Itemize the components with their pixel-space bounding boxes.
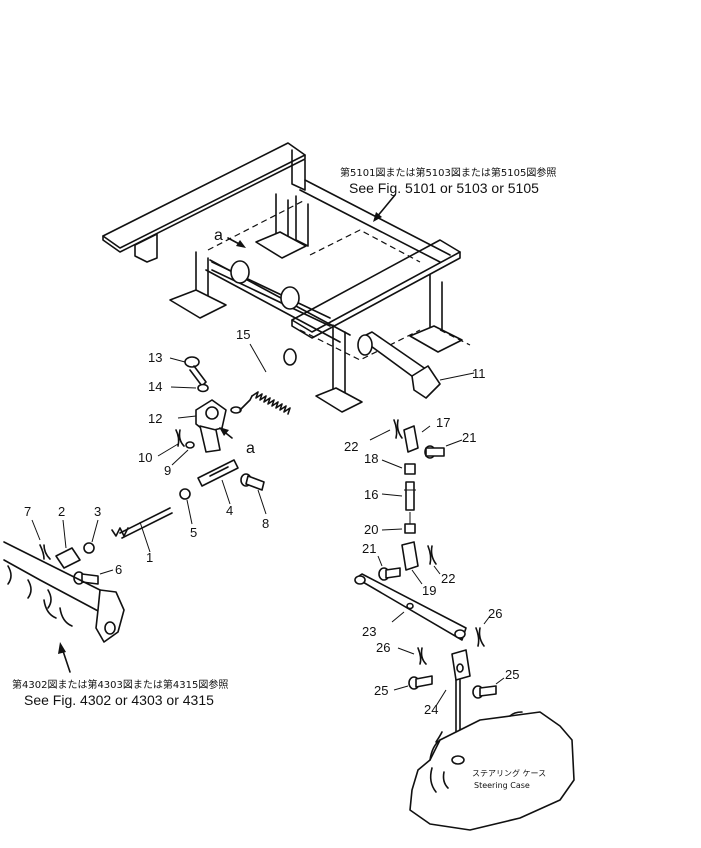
rod-16 — [381, 481, 416, 524]
nut-5 — [179, 488, 193, 525]
part-number-3: 3 — [94, 504, 101, 519]
part-number-15: 15 — [236, 327, 250, 342]
part-number-18: 18 — [364, 451, 378, 466]
part-number-25-left: 25 — [374, 683, 388, 698]
part-number-4: 4 — [226, 503, 233, 518]
steering-case: ステアリング ケース Steering Case — [409, 711, 575, 831]
part-number-19: 19 — [422, 583, 436, 598]
part-number-7: 7 — [24, 504, 31, 519]
lever-23 — [354, 573, 467, 641]
bolt-25-right — [472, 677, 505, 699]
part-number-26-left: 26 — [376, 640, 390, 655]
part-number-24: 24 — [424, 702, 438, 717]
part-number-9: 9 — [164, 463, 171, 478]
part-number-17: 17 — [436, 415, 450, 430]
frame-ref-leader — [375, 194, 396, 219]
frame-ref-en: See Fig. 5101 or 5103 or 5105 — [349, 180, 539, 196]
part-number-22-lower: 22 — [441, 571, 455, 586]
block-2 — [55, 519, 81, 569]
part-number-2: 2 — [58, 504, 65, 519]
nut-3 — [83, 519, 99, 554]
bolt-21-lower — [377, 555, 401, 581]
nut-18 — [381, 459, 416, 475]
rod-1 — [111, 507, 173, 553]
lever-ref-en: See Fig. 4302 or 4303 or 4315 — [24, 692, 214, 708]
view-mark-a-top: a — [214, 227, 223, 244]
part-number-22-upper: 22 — [344, 439, 358, 454]
part-number-16: 16 — [364, 487, 378, 502]
pin-26-right — [475, 615, 491, 647]
bolt-13 — [169, 356, 207, 387]
clevis-17 — [403, 425, 431, 453]
part-number-23: 23 — [362, 624, 376, 639]
pin-10 — [157, 429, 185, 457]
part-number-8: 8 — [262, 516, 269, 531]
lever-ref-jp: 第4302図または第4303図または第4315図参照 — [12, 678, 228, 691]
spring-15 — [230, 343, 297, 415]
link-4 — [197, 459, 239, 505]
bolt-25-left — [393, 675, 433, 691]
clevis-19 — [401, 541, 423, 585]
part-number-21-lower: 21 — [362, 541, 376, 556]
lever-11 — [357, 331, 475, 399]
steering-case-jp: ステアリング ケース — [472, 768, 546, 778]
nut-20 — [381, 523, 416, 534]
washer-14 — [170, 383, 209, 393]
bolt-6 — [73, 569, 114, 585]
bolt-21-upper — [424, 439, 463, 459]
operator-frame — [102, 142, 471, 413]
part-number-13: 13 — [148, 350, 162, 365]
bracket-12: a — [177, 399, 255, 457]
control-lever-assembly — [3, 541, 125, 673]
part-number-12: 12 — [148, 411, 162, 426]
part-number-14: 14 — [148, 379, 162, 394]
part-number-26-right: 26 — [488, 606, 502, 621]
part-number-11: 11 — [472, 366, 486, 381]
part-number-25-right: 25 — [505, 667, 519, 682]
part-number-6: 6 — [115, 562, 122, 577]
steering-case-en: Steering Case — [474, 781, 530, 790]
part-number-20: 20 — [364, 522, 378, 537]
view-mark-a-bracket: a — [246, 440, 255, 457]
pin-26-left — [397, 647, 427, 665]
washer-9 — [171, 441, 195, 466]
frame-ref-jp: 第5101図または第5103図または第5105図参照 — [340, 166, 556, 179]
pin-22-upper — [369, 419, 403, 441]
pin-22-lower — [427, 545, 441, 575]
view-arrow-a-top: a — [214, 227, 246, 248]
part-number-21-upper: 21 — [462, 430, 476, 445]
bolt-8 — [240, 473, 267, 515]
part-number-10: 10 — [138, 450, 152, 465]
part-number-1: 1 — [146, 550, 153, 565]
pin-7 — [31, 519, 51, 560]
part-number-5: 5 — [190, 525, 197, 540]
